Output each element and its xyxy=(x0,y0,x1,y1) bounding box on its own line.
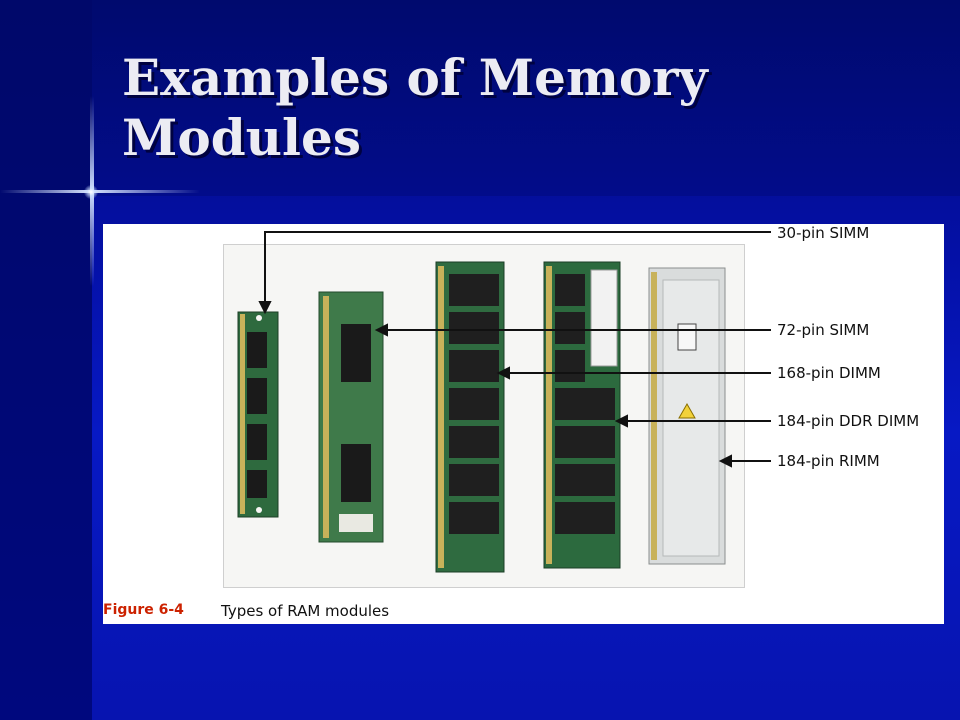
light-flare-horizontal xyxy=(0,190,200,193)
light-flare-core xyxy=(84,185,98,199)
callout-label-30-pin-simm: 30-pin SIMM xyxy=(777,224,870,242)
module-30-pin-simm xyxy=(237,311,279,518)
left-band xyxy=(0,0,92,720)
module-184-pin-ddr-dimm xyxy=(543,261,621,569)
figure-caption-text: Types of RAM modules xyxy=(221,602,390,620)
figure-caption: Figure 6-4 Types of RAM modules xyxy=(103,602,944,624)
modules-illustration xyxy=(237,231,771,573)
slide-title-line-1: Examples of Memory xyxy=(122,48,708,107)
callout-label-72-pin-simm: 72-pin SIMM xyxy=(777,321,870,339)
ram-modules-figure: 30-pin SIMM 72-pin SIMM 168-pin DIMM 184… xyxy=(103,224,944,624)
title-band xyxy=(92,0,960,196)
callout-lines xyxy=(258,231,771,468)
slide-title-line-2: Modules xyxy=(122,108,361,167)
callout-label-168-pin-dimm: 168-pin DIMM xyxy=(777,364,881,382)
module-168-pin-dimm xyxy=(435,261,505,573)
figure-number: Figure 6-4 xyxy=(103,602,184,618)
slide-title: Examples of Memory Modules xyxy=(122,48,922,168)
module-72-pin-simm xyxy=(318,291,384,543)
callout-label-184-pin-rimm: 184-pin RIMM xyxy=(777,452,880,470)
module-184-pin-rimm xyxy=(648,267,726,565)
callout-label-184-pin-ddr-dimm: 184-pin DDR DIMM xyxy=(777,412,920,430)
